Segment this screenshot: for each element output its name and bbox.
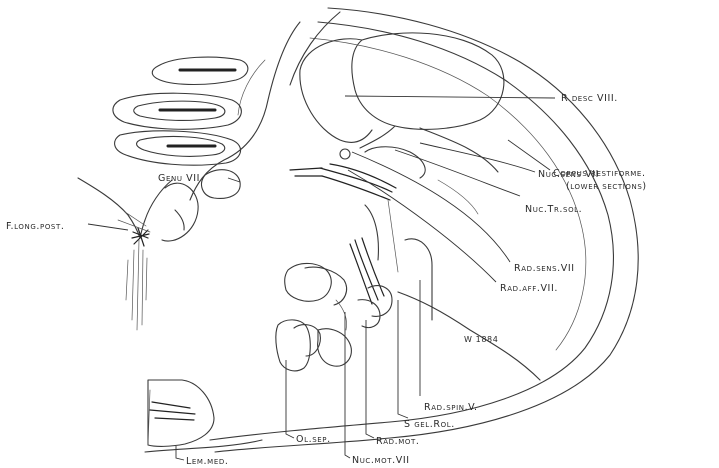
- f-long-post-structure: [78, 178, 172, 330]
- label-f-long-post: F.long.post.: [6, 221, 64, 232]
- label-rad-sens: Rad.sens.VII: [514, 263, 575, 274]
- label-rad-aff: Rad.aff.VII.: [500, 283, 558, 294]
- label-genu: Genu VII: [158, 173, 200, 184]
- label-r-desc: R desc VIII.: [561, 93, 618, 104]
- upper-left-bodies: [113, 57, 248, 165]
- label-ol-sep: Ol.sep.: [296, 434, 331, 445]
- lem-med-structure: [148, 380, 214, 446]
- nuc-mot-structure: [276, 263, 392, 370]
- label-nuc-mot: Nuc.mot.VII: [352, 455, 410, 466]
- label-lem-med: Lem.med.: [186, 456, 228, 467]
- label-lower-sections: (lower sections): [566, 181, 647, 192]
- section-outline: [145, 8, 638, 452]
- label-rad-mot: Rad.mot.: [376, 436, 419, 447]
- signature: W 1884: [464, 335, 498, 344]
- label-nuc-sens-vii: Nuc.sens VII: [538, 169, 599, 180]
- label-s-gel-rol: S gel.Rol.: [404, 419, 455, 430]
- label-nuc-tr-sol: Nuc.Tr.sol.: [525, 204, 582, 215]
- corpus-restiforme-body: [300, 33, 504, 178]
- label-rad-spin: Rad.spin.V.: [424, 402, 478, 413]
- labels: R desc VIII. Corpus restiforme. Nuc.sens…: [6, 93, 647, 467]
